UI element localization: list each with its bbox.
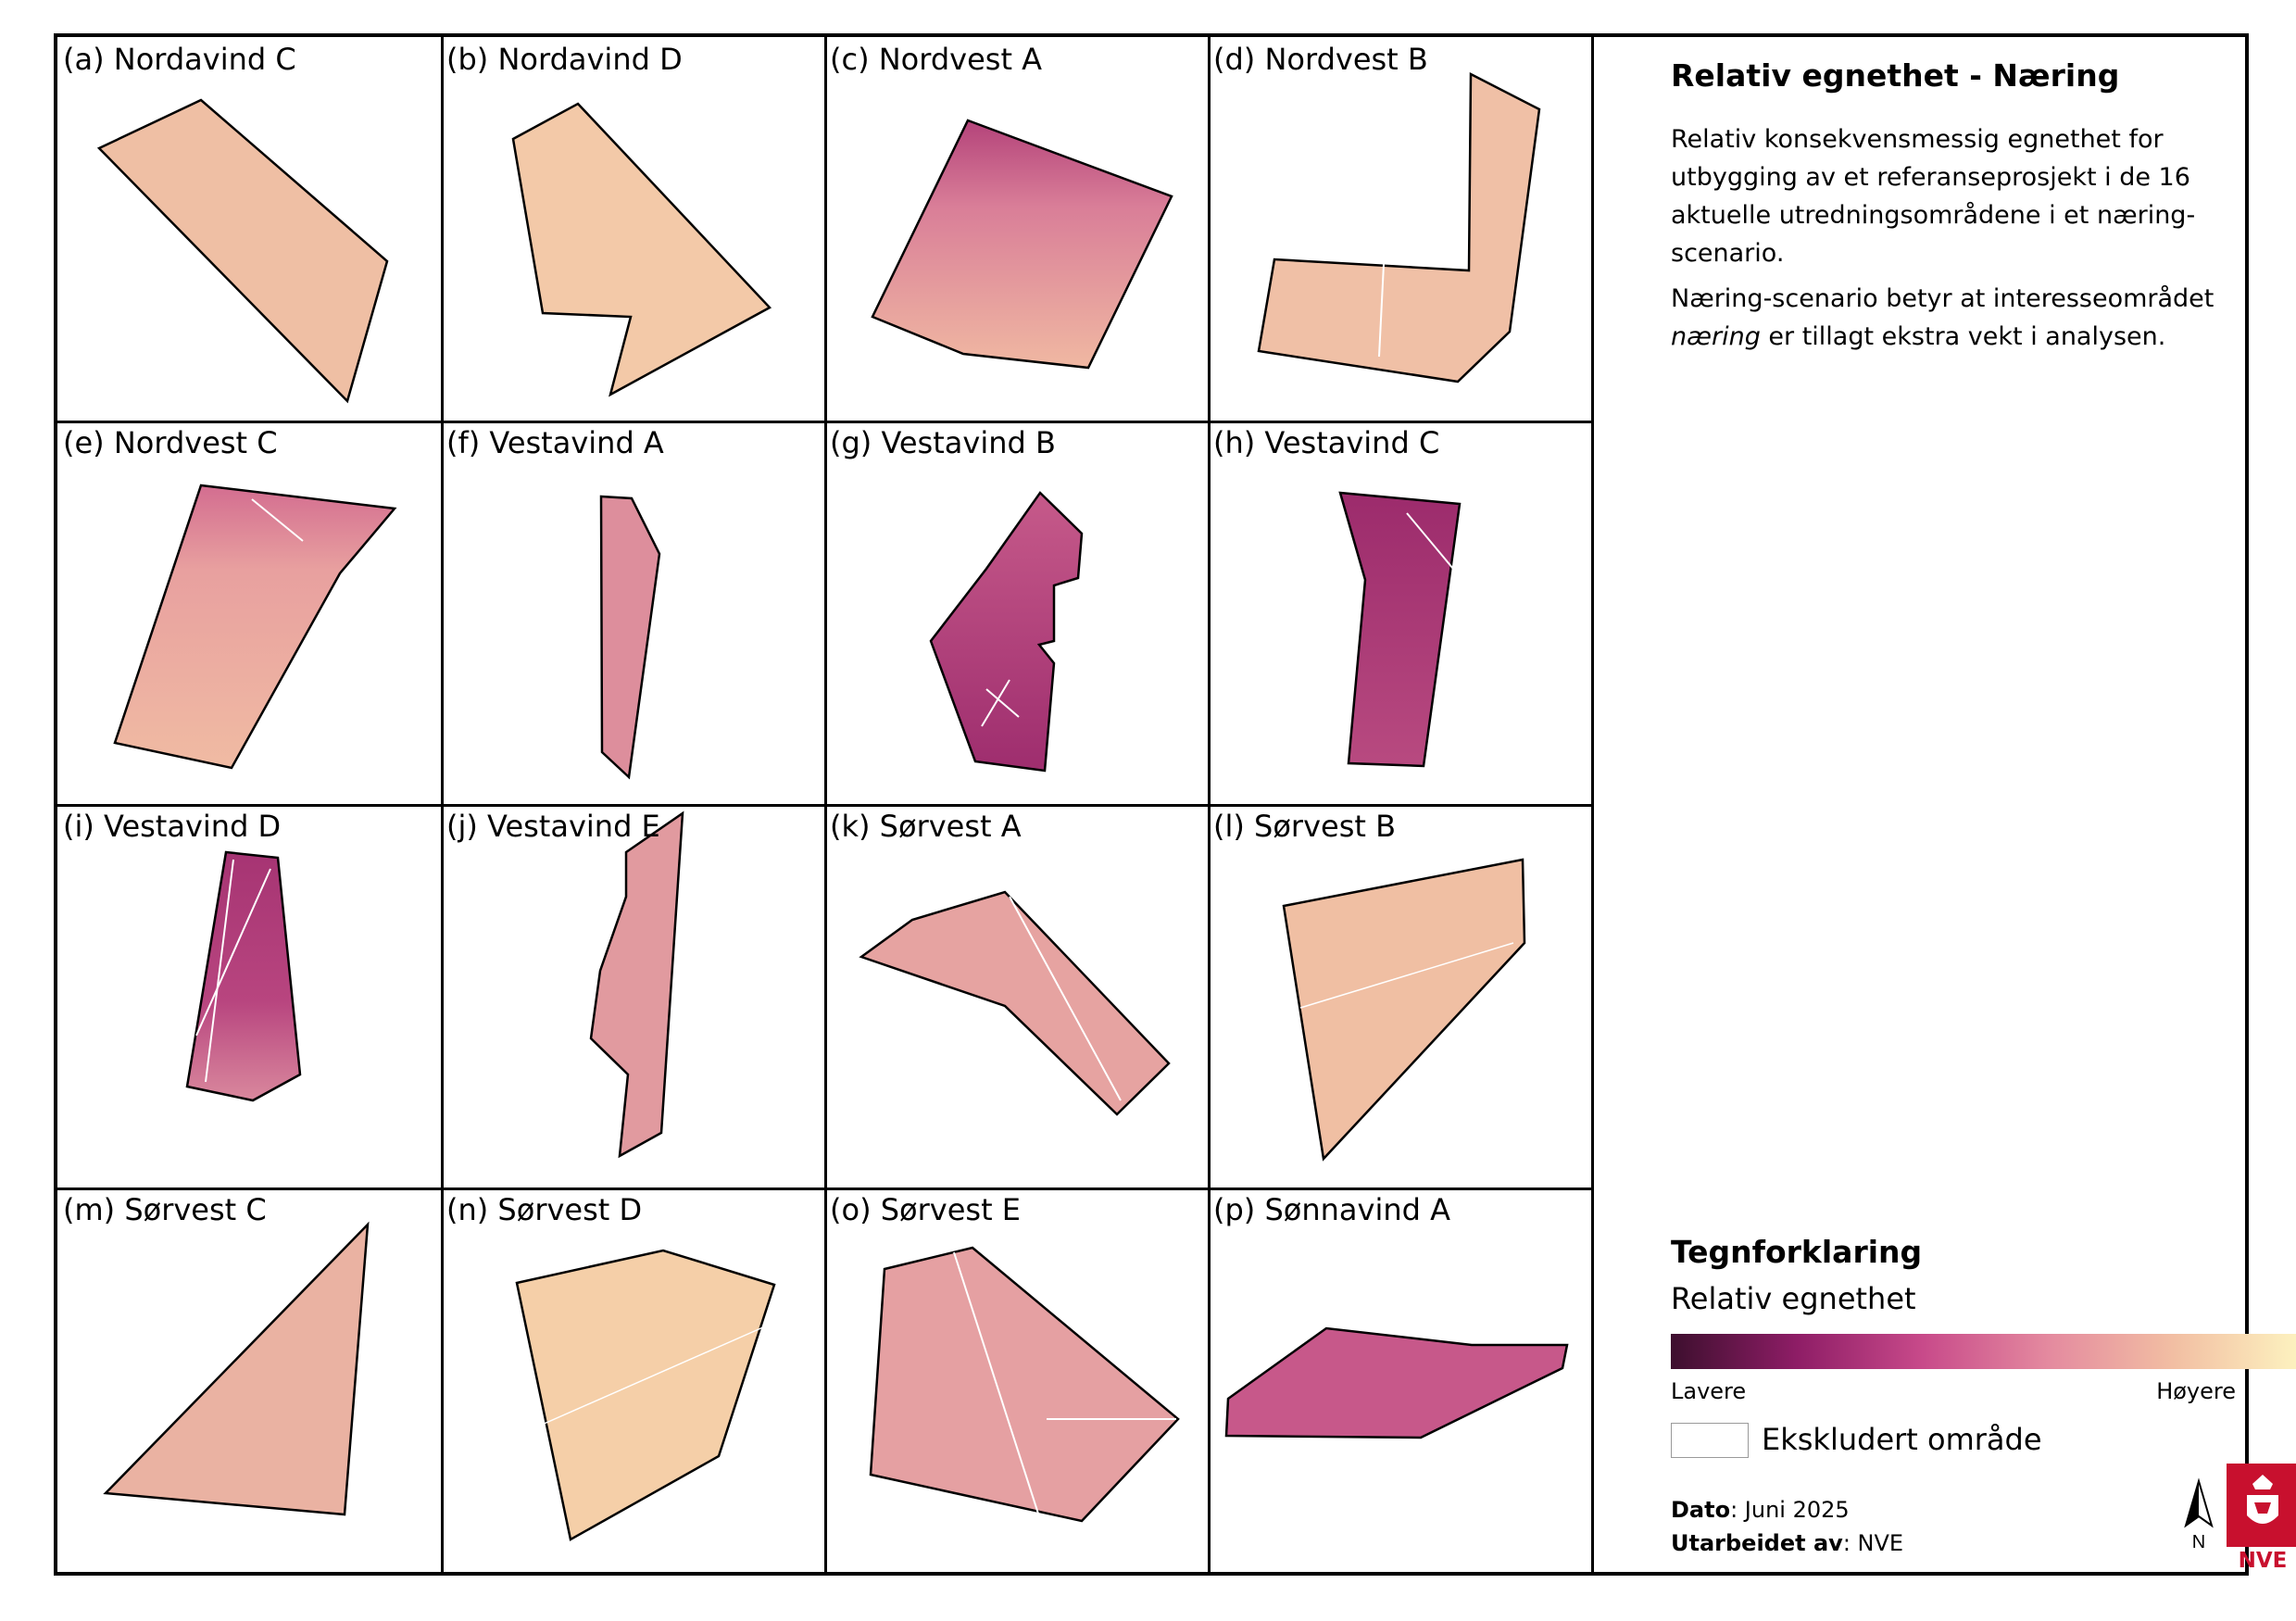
panel-vestavind-b: (g) Vestavind B bbox=[824, 421, 1208, 804]
panel-label: (a) Nordavind C bbox=[63, 42, 296, 77]
area-polygon bbox=[869, 1246, 1180, 1523]
panel-nordvest-b: (d) Nordvest B bbox=[1208, 37, 1591, 421]
panel-nordvest-a: (c) Nordvest A bbox=[824, 37, 1208, 421]
color-ramp bbox=[1671, 1334, 2296, 1369]
panel-sonnavind-a: (p) Sønnavind A bbox=[1208, 1187, 1591, 1571]
panel-vestavind-e: (j) Vestavind E bbox=[441, 804, 824, 1187]
panel-label: (p) Sønnavind A bbox=[1213, 1192, 1450, 1227]
grid-line bbox=[57, 804, 1594, 807]
nve-logo-icon bbox=[2227, 1464, 2296, 1547]
panel-label: (n) Sørvest D bbox=[446, 1192, 643, 1227]
info-panel: Relativ egnethet - Næring Relativ konsek… bbox=[1650, 37, 2296, 1576]
panel-sorvest-c: (m) Sørvest C bbox=[57, 1187, 441, 1571]
description-paragraph: Relativ konsekvensmessig egnethet for ut… bbox=[1671, 125, 2196, 268]
panel-label: (c) Nordvest A bbox=[830, 42, 1043, 77]
panel-nordvest-c: (e) Nordvest C bbox=[57, 421, 441, 804]
panel-label: (i) Vestavind D bbox=[63, 809, 282, 844]
area-polygon bbox=[1338, 491, 1462, 768]
panel-label: (j) Vestavind E bbox=[446, 809, 660, 844]
grid-line bbox=[57, 1187, 1594, 1190]
panel-label: (e) Nordvest C bbox=[63, 425, 278, 460]
ramp-high-label: Høyere bbox=[2156, 1378, 2236, 1404]
date-label: Dato bbox=[1671, 1497, 1731, 1523]
panel-nordavind-c: (a) Nordavind C bbox=[57, 37, 441, 421]
panel-vestavind-d: (i) Vestavind D bbox=[57, 804, 441, 1187]
area-polygon bbox=[871, 119, 1173, 370]
description-text: er tillagt ekstra vekt i analysen. bbox=[1760, 322, 2166, 351]
north-label: N bbox=[2192, 1532, 2205, 1552]
nve-logo-text: NVE bbox=[2238, 1549, 2288, 1573]
description-text: Næring-scenario betyr at interesseområde… bbox=[1671, 284, 2214, 313]
date-value: : Juni 2025 bbox=[1730, 1497, 1850, 1523]
panel-sorvest-e: (o) Sørvest E bbox=[824, 1187, 1208, 1571]
author-line: Utarbeidet av: NVE bbox=[1671, 1530, 1903, 1556]
panel-label: (k) Sørvest A bbox=[830, 809, 1022, 844]
area-polygon bbox=[589, 810, 684, 1159]
grid-line bbox=[57, 421, 1594, 423]
area-polygon bbox=[1257, 71, 1541, 383]
panel-label: (m) Sørvest C bbox=[63, 1192, 267, 1227]
description-emphasis: næring bbox=[1671, 322, 1761, 351]
area-polygon bbox=[1282, 858, 1526, 1162]
legend-title: Tegnforklaring bbox=[1671, 1234, 1923, 1270]
panel-label: (h) Vestavind C bbox=[1213, 425, 1440, 460]
panel-label: (l) Sørvest B bbox=[1213, 809, 1397, 844]
panel-label: (f) Vestavind A bbox=[446, 425, 664, 460]
area-polygon bbox=[185, 850, 302, 1102]
panel-sorvest-a: (k) Sørvest A bbox=[824, 804, 1208, 1187]
panel-sorvest-b: (l) Sørvest B bbox=[1208, 804, 1591, 1187]
date-line: Dato: Juni 2025 bbox=[1671, 1497, 1850, 1523]
area-polygon bbox=[599, 495, 661, 780]
description-paragraph: Næring-scenario betyr at interesseområde… bbox=[1671, 280, 2227, 356]
area-polygon bbox=[103, 1221, 370, 1516]
panel-label: (o) Sørvest E bbox=[830, 1192, 1021, 1227]
area-polygon bbox=[96, 98, 389, 404]
panel-label: (d) Nordvest B bbox=[1213, 42, 1428, 77]
panel-label: (b) Nordavind D bbox=[446, 42, 683, 77]
ramp-low-label: Lavere bbox=[1671, 1378, 1747, 1404]
panel-nordavind-d: (b) Nordavind D bbox=[441, 37, 824, 421]
author-label: Utarbeidet av bbox=[1671, 1530, 1843, 1556]
north-arrow-icon: N bbox=[2184, 1477, 2214, 1552]
area-polygon bbox=[1224, 1326, 1569, 1439]
panel-vestavind-c: (h) Vestavind C bbox=[1208, 421, 1591, 804]
map-frame: (a) Nordavind C (b) Nordavind D (c) Nord… bbox=[54, 33, 2296, 1576]
area-polygon bbox=[113, 484, 397, 770]
info-title: Relativ egnethet - Næring bbox=[1671, 57, 2120, 94]
info-description: Relativ konsekvensmessig egnethet for ut… bbox=[1671, 120, 2227, 363]
panel-sorvest-d: (n) Sørvest D bbox=[441, 1187, 824, 1571]
excluded-label: Ekskludert område bbox=[1762, 1422, 2042, 1457]
panel-label: (g) Vestavind B bbox=[830, 425, 1056, 460]
area-polygon bbox=[859, 890, 1171, 1116]
panel-vestavind-a: (f) Vestavind A bbox=[441, 421, 824, 804]
author-value: : NVE bbox=[1842, 1530, 1904, 1556]
area-polygon bbox=[515, 1249, 776, 1541]
legend-subtitle: Relativ egnethet bbox=[1671, 1281, 1916, 1316]
area-polygon bbox=[929, 491, 1084, 773]
area-polygon bbox=[511, 102, 772, 397]
excluded-swatch bbox=[1671, 1423, 1749, 1458]
